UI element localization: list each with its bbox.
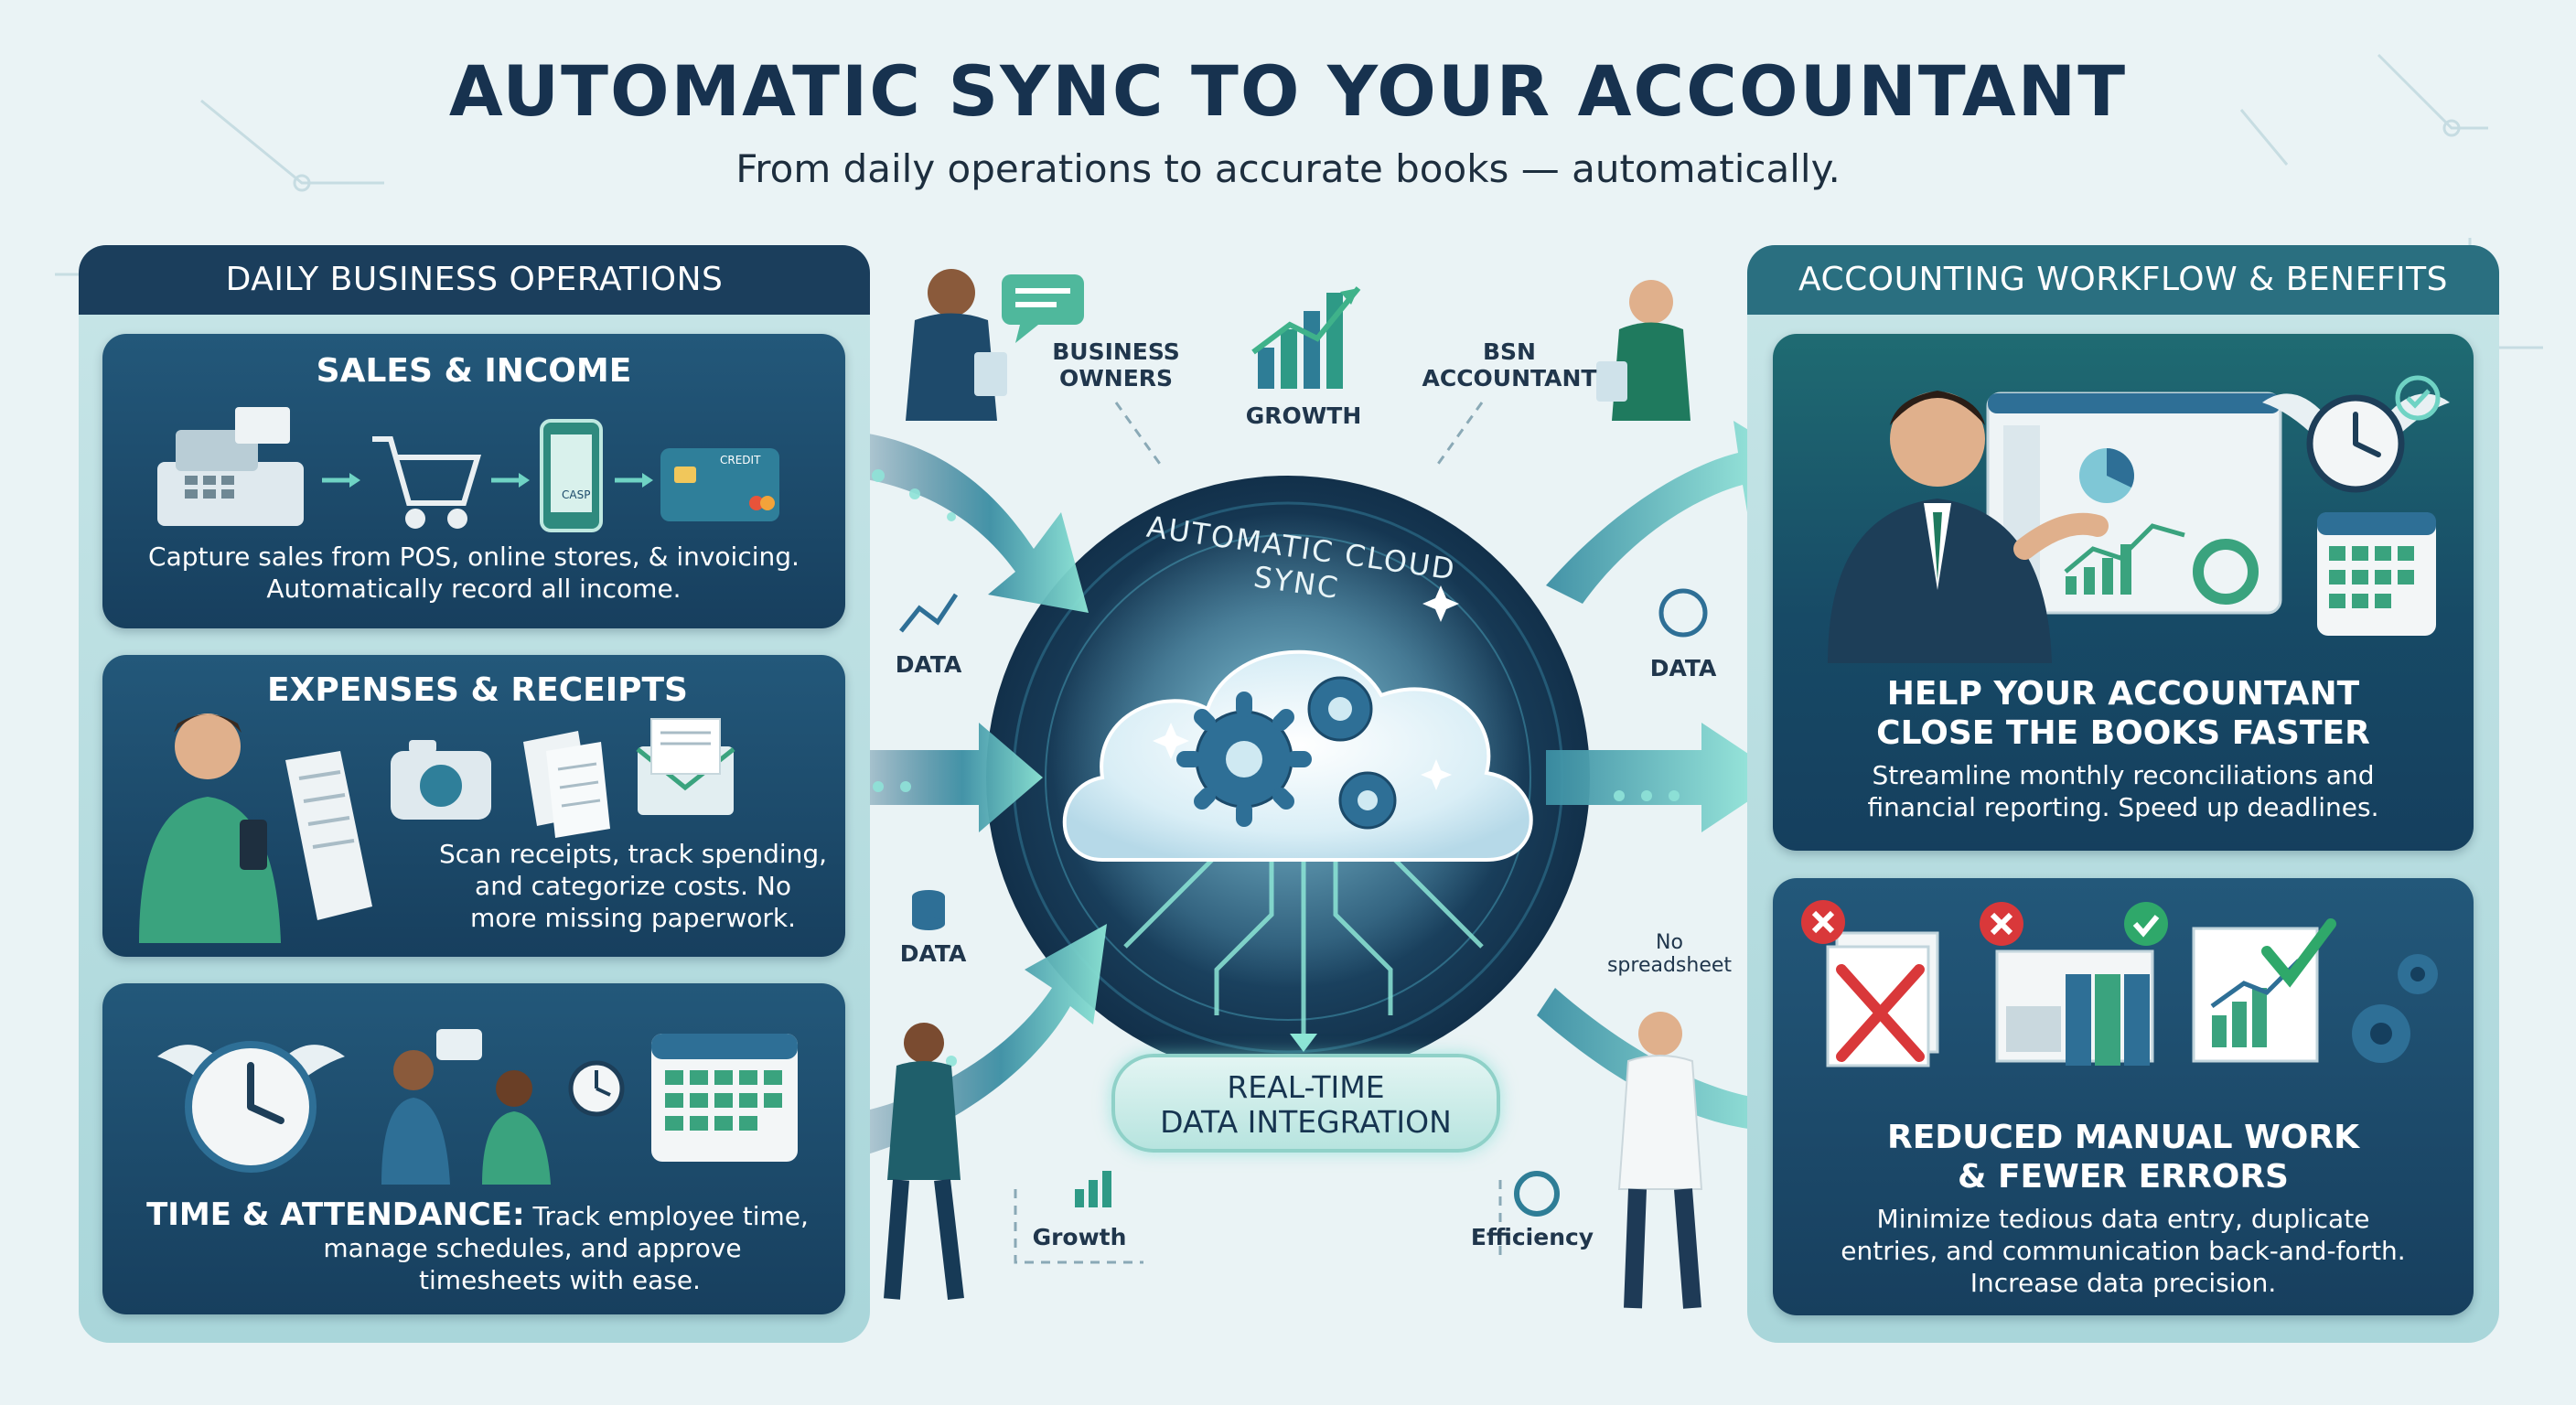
expenses-receipts-description: Scan receipts, track spending, and categ…: [432, 838, 834, 934]
rejected-paperwork-icon: [1801, 900, 1939, 1067]
expenses-line-3: more missing paperwork.: [470, 903, 796, 933]
mobile-shop-icon: CASP: [540, 419, 603, 532]
sales-income-title: SALES & INCOME: [316, 352, 632, 390]
no-spreadsheet-line-2: spreadsheet: [1606, 954, 1733, 977]
reduced-work-line-2: entries, and communication back-and-fort…: [1841, 1236, 2406, 1266]
expenses-receipts-card: EXPENSES & RECEIPTS Scan: [102, 655, 845, 957]
reduced-work-description: Minimize tedious data entry, duplicate e…: [1773, 1203, 2474, 1299]
close-books-title-line-1: HELP YOUR ACCOUNTANT: [1886, 675, 2360, 713]
reduced-work-title-line-1: REDUCED MANUAL WORK: [1886, 1119, 2360, 1156]
cash-register-icon: [157, 407, 304, 526]
efficiency-label: Efficiency: [1470, 1224, 1594, 1250]
business-owners-line-2: OWNERS: [1058, 365, 1174, 391]
growth-bottom-label: Growth: [1032, 1224, 1127, 1250]
binders-icon: [1980, 902, 2168, 1066]
expenses-receipts-title: EXPENSES & RECEIPTS: [267, 671, 688, 709]
page-title: AUTOMATIC SYNC TO YOUR ACCOUNTANT: [448, 50, 2128, 132]
reduced-work-illustration: [1801, 900, 2438, 1067]
reduced-work-line-1: Minimize tedious data entry, duplicate: [1876, 1204, 2370, 1234]
sales-icons-row: CASP CREDIT: [157, 407, 779, 532]
sales-income-description: Capture sales from POS, online stores, &…: [121, 541, 827, 605]
dashboard-icon: [1986, 391, 2282, 615]
reduced-work-card: REDUCED MANUAL WORK & FEWER ERRORS Minim…: [1773, 878, 2474, 1315]
winged-clock-icon: [2262, 393, 2450, 493]
reduced-work-title-line-2: & FEWER ERRORS: [1958, 1158, 2289, 1196]
accountant-label: BSN ACCOUNTANT: [1409, 338, 1610, 391]
daily-operations-panel-title: DAILY BUSINESS OPERATIONS: [225, 261, 724, 298]
employees-icon: [381, 1029, 551, 1185]
clock-icon: [568, 1060, 625, 1117]
calendar-check-icon: [2317, 375, 2441, 636]
sales-income-line-2: Automatically record all income.: [266, 574, 682, 604]
page-subtitle: From daily operations to accurate books …: [735, 146, 1841, 191]
camera-icon: [391, 740, 491, 820]
people-figures: [884, 269, 1703, 1309]
accounting-workflow-panel-title: ACCOUNTING WORKFLOW & BENEFITS: [1798, 261, 2448, 298]
growth-top-label: GROWTH: [1245, 402, 1362, 429]
integration-line-2: DATA INTEGRATION: [1160, 1104, 1452, 1140]
accountant-line-1: BSN: [1483, 338, 1536, 365]
no-spreadsheet-line-1: No: [1656, 931, 1683, 954]
data-label-left-bottom: DATA: [899, 940, 967, 967]
time-attendance-text: TIME & ATTENDANCE: Track employee time, …: [130, 1199, 825, 1296]
close-books-card: HELP YOUR ACCOUNTANT CLOSE THE BOOKS FAS…: [1773, 334, 2474, 851]
business-owners-line-1: BUSINESS: [1052, 338, 1180, 365]
phone-text: CASP: [562, 488, 590, 501]
winged-clock-icon: [157, 1041, 345, 1173]
shopping-cart-icon: [372, 436, 482, 529]
accounting-workflow-panel-header: ACCOUNTING WORKFLOW & BENEFITS: [1747, 245, 2499, 315]
time-attendance-line-1: Track employee time,: [532, 1201, 809, 1231]
data-label-left-top: DATA: [895, 651, 962, 678]
integration-line-1: REAL-TIME: [1227, 1069, 1385, 1105]
close-books-line-2: financial reporting. Speed up deadlines.: [1867, 792, 2379, 822]
close-books-title-line-2: CLOSE THE BOOKS FASTER: [1876, 714, 2370, 752]
close-books-illustration: [1828, 375, 2450, 663]
time-attendance-title: TIME & ATTENDANCE:: [146, 1196, 525, 1233]
no-spreadsheet-label: No spreadsheet: [1583, 931, 1756, 977]
real-time-integration-badge: REAL-TIME DATA INTEGRATION: [1111, 1054, 1500, 1153]
time-icons: [157, 1029, 798, 1185]
time-attendance-card: TIME & ATTENDANCE: Track employee time, …: [102, 983, 845, 1314]
sales-income-line-1: Capture sales from POS, online stores, &…: [148, 542, 800, 572]
expenses-icons: [139, 713, 735, 943]
accountant-line-2: ACCOUNTANT: [1422, 365, 1597, 391]
time-attendance-line-3: timesheets with ease.: [419, 1265, 701, 1295]
daily-operations-panel-header: DAILY BUSINESS OPERATIONS: [79, 245, 870, 315]
receipts-icon: [523, 731, 610, 838]
calendar-icon: [651, 1034, 798, 1162]
close-books-line-1: Streamline monthly reconciliations and: [1872, 760, 2375, 790]
envelope-icon: [636, 718, 735, 815]
reduced-work-title: REDUCED MANUAL WORK & FEWER ERRORS: [1773, 1118, 2474, 1196]
credit-card-icon: CREDIT: [660, 448, 779, 521]
close-books-title: HELP YOUR ACCOUNTANT CLOSE THE BOOKS FAS…: [1773, 674, 2474, 753]
approved-report-icon: [2192, 918, 2336, 1063]
accountant-presenting-icon: [1828, 391, 2109, 663]
gears-icon: [2352, 954, 2438, 1063]
credit-card-text: CREDIT: [720, 454, 761, 467]
expenses-line-1: Scan receipts, track spending,: [438, 839, 828, 869]
sales-income-card: SALES & INCOME CASP: [102, 334, 845, 628]
business-owners-label: BUSINESS OWNERS: [1029, 338, 1203, 391]
time-attendance-line-2: manage schedules, and approve: [323, 1233, 742, 1263]
reduced-work-line-3: Increase data precision.: [1970, 1268, 2277, 1298]
receipt-strip-icon: [285, 751, 372, 920]
person-scanning-icon: [139, 713, 281, 943]
close-books-description: Streamline monthly reconciliations and f…: [1773, 759, 2474, 823]
expenses-line-2: and categorize costs. No: [475, 871, 791, 901]
data-label-right: DATA: [1649, 655, 1717, 681]
